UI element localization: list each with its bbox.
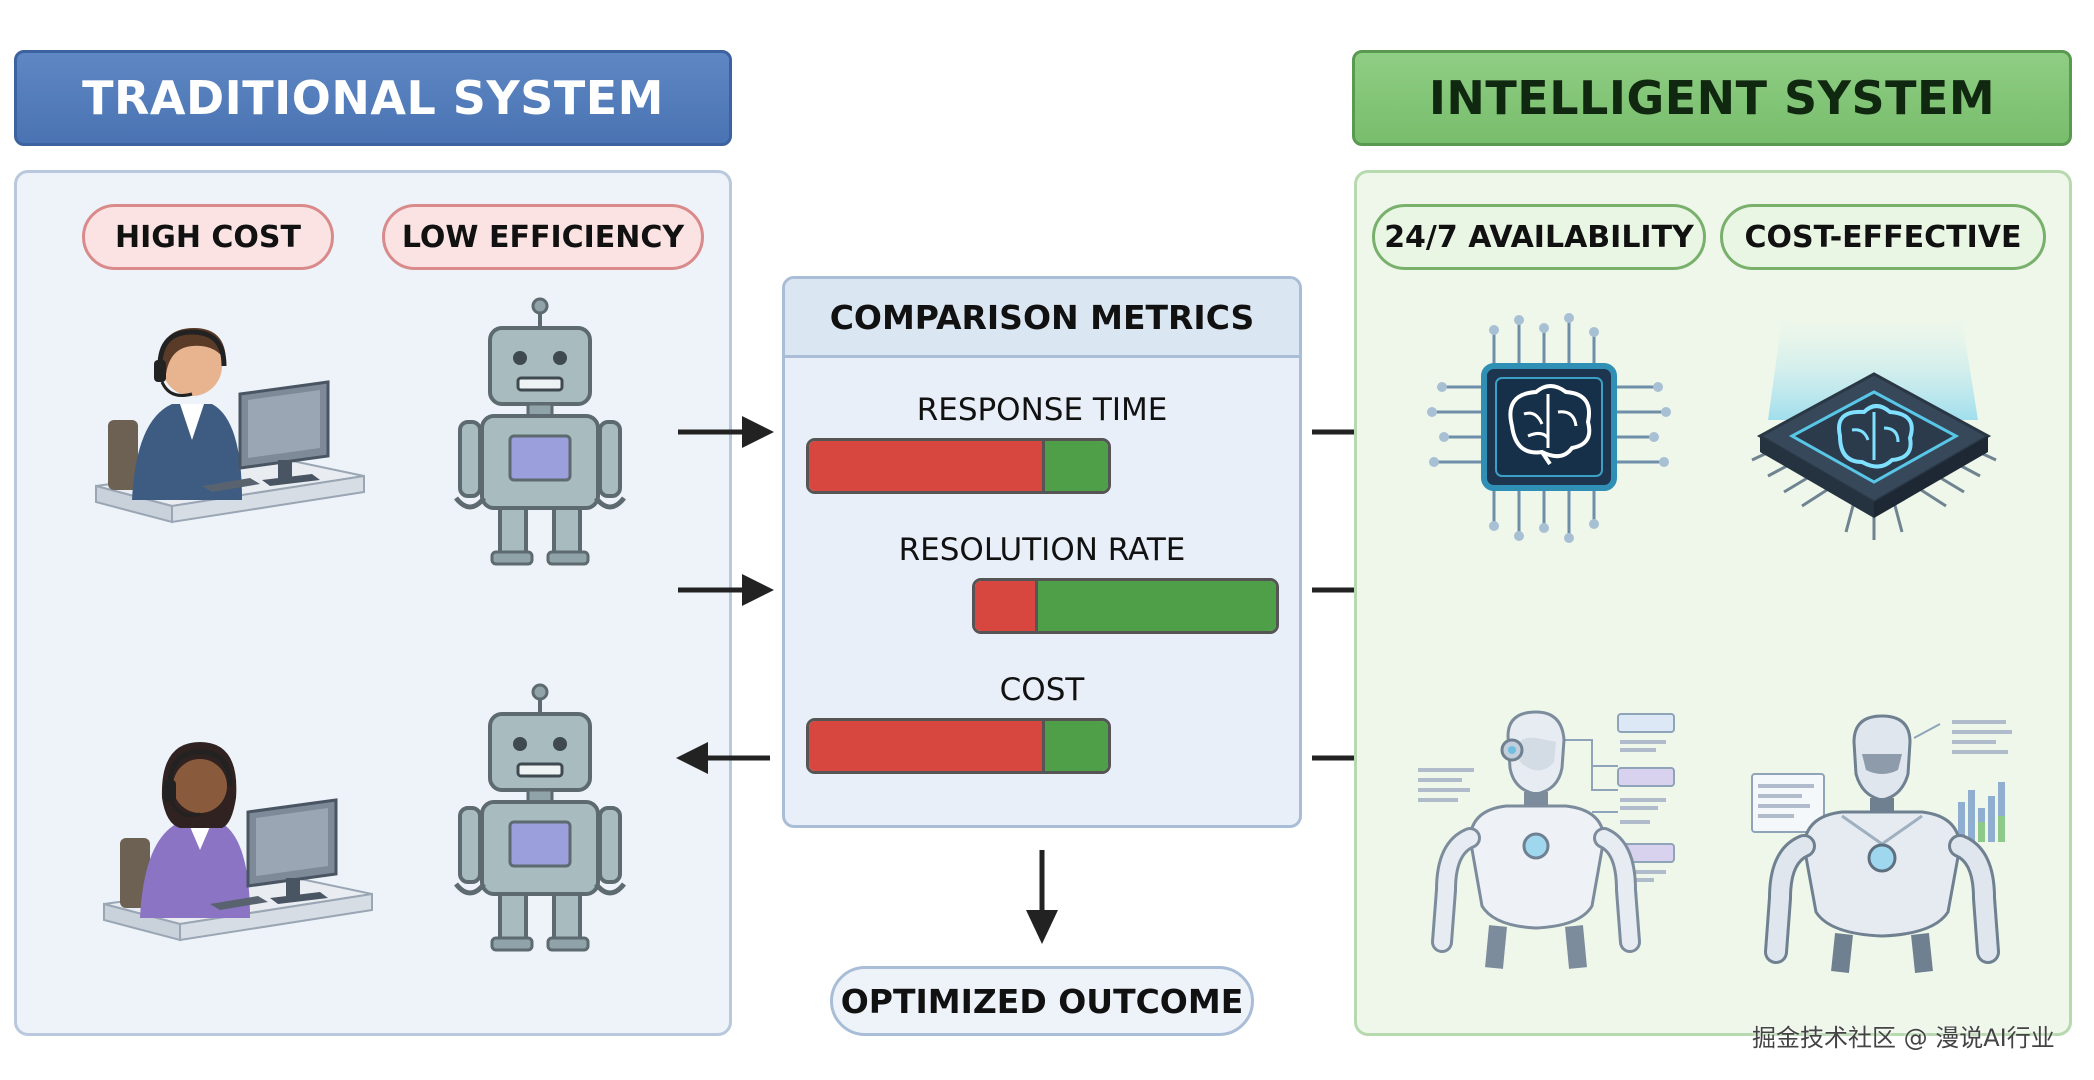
arrow-left-to-metrics-1 [678, 416, 774, 448]
optimized-outcome-pill: OPTIMIZED OUTCOME [830, 966, 1254, 1036]
robot-icon [454, 297, 626, 566]
optimized-outcome-label: OPTIMIZED OUTCOME [840, 981, 1244, 1021]
high-cost-tag: HIGH COST [82, 204, 334, 270]
availability-label: 24/7 AVAILABILITY [1384, 219, 1694, 255]
cost-bar [806, 718, 1111, 774]
arrow-down-to-outcome [1026, 850, 1058, 944]
resolution-rate-bar-bad [975, 581, 1039, 631]
availability-tag: 24/7 AVAILABILITY [1372, 204, 1706, 270]
high-cost-label: HIGH COST [114, 219, 302, 255]
cost-bar-bad [809, 721, 1046, 771]
resolution-rate-bar [972, 578, 1279, 634]
traditional-system-header: TRADITIONAL SYSTEM [14, 50, 732, 146]
robot-icon [454, 683, 626, 952]
cost-effective-tag: COST-EFFECTIVE [1720, 204, 2046, 270]
arrow-metrics-to-left [676, 742, 770, 774]
cost-bar-good [1045, 721, 1108, 771]
response-time-bar [806, 438, 1111, 494]
glowing-brain-chip-icon [1751, 320, 1997, 540]
metric-label-resolution-rate: RESOLUTION RATE [898, 532, 1186, 568]
headset-agent-icon [103, 742, 373, 942]
response-time-bar-good [1045, 441, 1108, 491]
metric-label-cost: COST [999, 672, 1085, 708]
watermark: 掘金技术社区 @ 漫说AI行业 [1752, 1024, 2055, 1052]
low-efficiency-tag: LOW EFFICIENCY [382, 204, 704, 270]
metric-label-response-time: RESPONSE TIME [916, 392, 1168, 428]
humanoid-robot-icon [1418, 710, 1675, 969]
resolution-rate-bar-good [1038, 581, 1276, 631]
low-efficiency-label: LOW EFFICIENCY [401, 219, 685, 255]
intelligent-system-title: INTELLIGENT SYSTEM [1428, 71, 1996, 125]
headset-agent-icon [95, 328, 365, 524]
humanoid-robot-icon [1751, 714, 2012, 973]
comparison-metrics-title: COMPARISON METRICS [785, 279, 1299, 358]
brain-chip-icon [1427, 313, 1671, 543]
arrow-left-to-metrics-2 [678, 574, 774, 606]
traditional-system-title: TRADITIONAL SYSTEM [82, 71, 664, 125]
cost-effective-label: COST-EFFECTIVE [1744, 219, 2022, 255]
response-time-bar-bad [809, 441, 1046, 491]
intelligent-system-header: INTELLIGENT SYSTEM [1352, 50, 2072, 146]
